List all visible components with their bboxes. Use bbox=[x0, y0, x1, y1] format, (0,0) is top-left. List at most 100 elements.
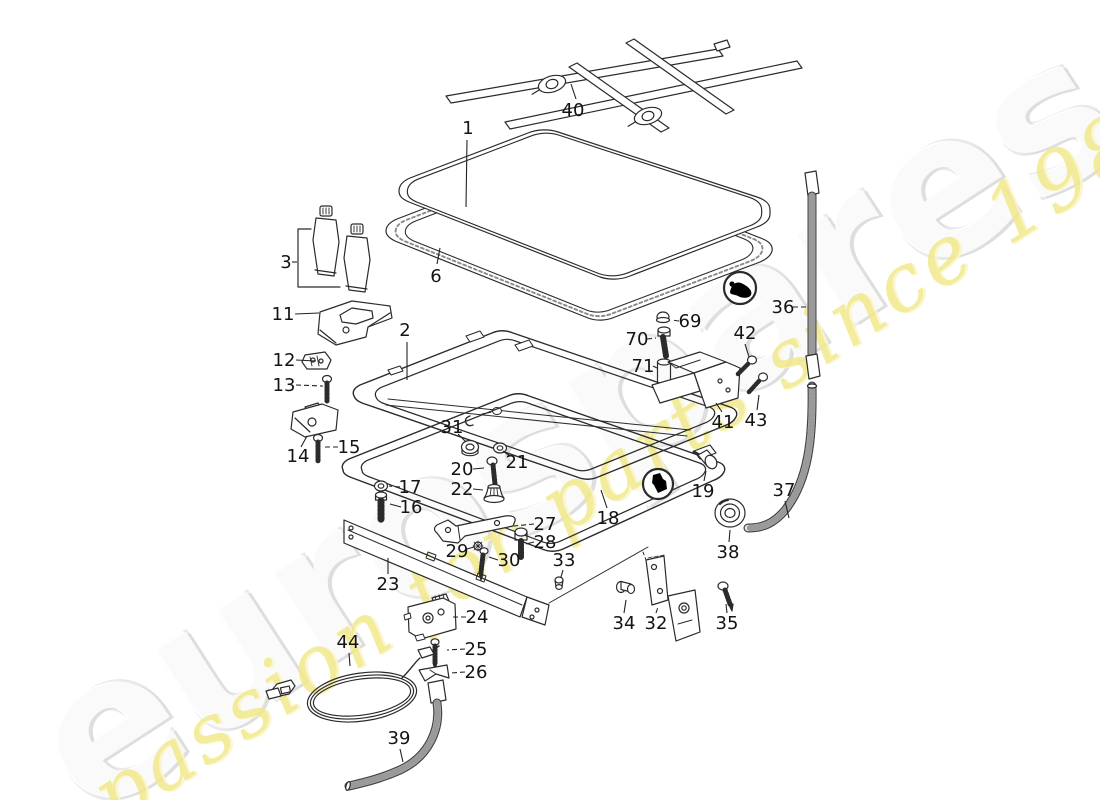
part-label-13: 13 bbox=[273, 375, 296, 396]
part-label-30: 30 bbox=[498, 550, 521, 571]
part-label-33: 33 bbox=[553, 550, 576, 571]
leader-line-27 bbox=[513, 523, 535, 527]
leader-line-20 bbox=[472, 467, 485, 470]
part-21-washer bbox=[492, 442, 508, 454]
part-label-29: 29 bbox=[446, 541, 469, 562]
part-label-35: 35 bbox=[716, 613, 739, 634]
leader-line-37 bbox=[784, 500, 790, 519]
part-label-40: 40 bbox=[562, 100, 585, 121]
part-23-mounting-rail bbox=[343, 519, 649, 626]
part-28-bolt bbox=[514, 527, 528, 560]
leader-line-32 bbox=[655, 606, 659, 614]
leader-line-41 bbox=[715, 402, 723, 413]
leader-line-34 bbox=[623, 599, 627, 614]
part-label-3: 3 bbox=[280, 252, 291, 273]
leader-line-19 bbox=[703, 470, 707, 482]
part-42-screw bbox=[735, 355, 758, 377]
part-13-screw bbox=[321, 374, 333, 404]
part-label-16: 16 bbox=[400, 497, 423, 518]
leader-line-14 bbox=[300, 435, 308, 448]
part-2-sunroof-frame bbox=[352, 330, 738, 480]
part-label-32: 32 bbox=[645, 613, 668, 634]
leader-line-44 bbox=[348, 652, 351, 667]
part-27-lever-plate bbox=[433, 515, 516, 544]
part-label-25: 25 bbox=[465, 639, 488, 660]
part-35-screw bbox=[717, 581, 734, 612]
leader-line-18 bbox=[600, 489, 608, 509]
leader-line-13 bbox=[295, 384, 324, 387]
leader-line-30 bbox=[488, 556, 499, 561]
part-30-screw bbox=[478, 547, 489, 581]
part-34-pin bbox=[615, 580, 636, 595]
leader-line-16 bbox=[389, 503, 402, 508]
part-15-screw bbox=[312, 433, 324, 464]
part-label-23: 23 bbox=[377, 574, 400, 595]
part-17-washer bbox=[373, 480, 389, 492]
part-36-drain-hose bbox=[804, 170, 821, 380]
part-label-20: 20 bbox=[451, 459, 474, 480]
part-43-screw bbox=[746, 372, 769, 395]
part-32-hinge-bracket bbox=[642, 551, 701, 642]
part-11-latch-bracket bbox=[317, 300, 393, 346]
part-label-19: 19 bbox=[692, 481, 715, 502]
part-label-6: 6 bbox=[430, 266, 441, 287]
part-69-cap-nut bbox=[655, 311, 671, 324]
part-26-wedge-clip bbox=[418, 664, 450, 682]
part-12-clip bbox=[301, 351, 332, 370]
part-label-37: 37 bbox=[773, 480, 796, 501]
part-label-70: 70 bbox=[626, 329, 649, 350]
part-label-22: 22 bbox=[451, 479, 474, 500]
part-label-17: 17 bbox=[399, 477, 422, 498]
leader-line-12 bbox=[295, 359, 317, 362]
leader-line-40 bbox=[570, 83, 577, 100]
part-label-27: 27 bbox=[534, 514, 557, 535]
part-label-18: 18 bbox=[597, 508, 620, 529]
part-37-curved-hose bbox=[743, 381, 818, 533]
leader-line-28 bbox=[525, 541, 535, 545]
part-label-14: 14 bbox=[287, 446, 310, 467]
part-1-sunroof-lid bbox=[398, 129, 771, 280]
leader-line-70 bbox=[646, 337, 657, 340]
part-label-2: 2 bbox=[399, 320, 410, 341]
part-40-guide-rail-assembly bbox=[445, 38, 803, 133]
leader-line-21 bbox=[502, 450, 511, 457]
part-label-44: 44 bbox=[337, 632, 360, 653]
part-22-grommet bbox=[483, 483, 505, 504]
part-label-71: 71 bbox=[632, 356, 655, 377]
part-label-31: 31 bbox=[441, 417, 464, 438]
part-16-bolt bbox=[374, 491, 388, 525]
leader-line-17 bbox=[388, 485, 401, 488]
leader-line-29 bbox=[466, 546, 475, 550]
part-33-pin bbox=[554, 576, 564, 590]
leader-line-35 bbox=[725, 603, 728, 614]
part-label-12: 12 bbox=[273, 350, 296, 371]
part-41-drive-bracket bbox=[651, 351, 741, 409]
part-20-screw bbox=[486, 456, 498, 487]
leader-line-31 bbox=[457, 433, 467, 443]
part-label-43: 43 bbox=[745, 410, 768, 431]
part-70-bolt bbox=[657, 326, 671, 359]
part-label-69: 69 bbox=[679, 311, 702, 332]
lubricant-bottle-symbol bbox=[641, 467, 675, 501]
part-24-switch-unit bbox=[403, 593, 457, 642]
leader-line-71 bbox=[652, 365, 658, 369]
part-label-41: 41 bbox=[712, 412, 735, 433]
spring-clip-symbol bbox=[722, 270, 758, 306]
leader-line-11 bbox=[294, 312, 320, 315]
part-31-nut bbox=[460, 439, 480, 457]
leader-line-1 bbox=[465, 139, 468, 208]
part-3-adhesive-tubes bbox=[297, 205, 371, 293]
part-label-1: 1 bbox=[462, 118, 473, 139]
leader-line-38 bbox=[728, 529, 731, 543]
part-label-15: 15 bbox=[338, 437, 361, 458]
part-label-11: 11 bbox=[272, 304, 295, 325]
leader-line-25 bbox=[446, 648, 466, 651]
leader-line-43 bbox=[756, 394, 760, 411]
part-19-pin bbox=[692, 449, 718, 470]
part-44-wiring-harness bbox=[265, 645, 440, 723]
part-39-drain-hose bbox=[344, 679, 447, 791]
part-38-grommet bbox=[714, 498, 746, 528]
part-label-39: 39 bbox=[388, 728, 411, 749]
